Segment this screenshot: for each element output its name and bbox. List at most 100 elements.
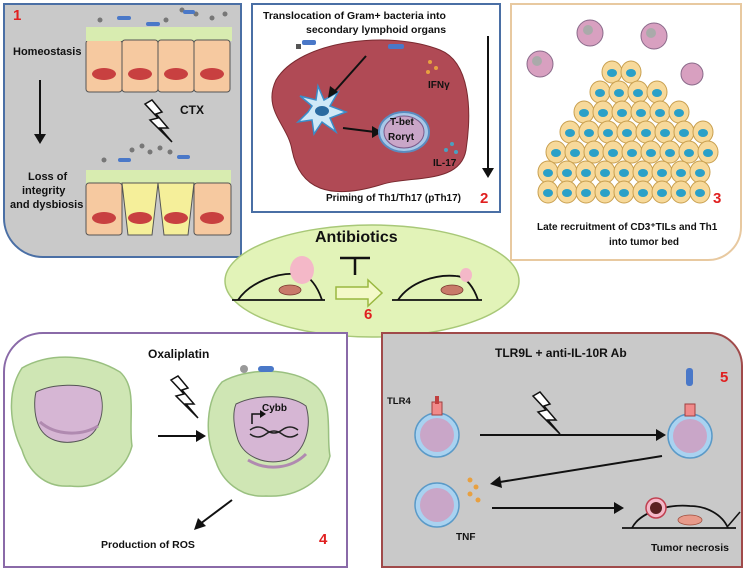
tumor-cell-nucleus — [600, 169, 610, 177]
immune-cell — [414, 396, 460, 458]
tumor-cell-nucleus — [698, 129, 708, 137]
panel-3-caption-line2: into tumor bed — [609, 237, 679, 248]
panel-2-title-line1: Translocation of Gram+ bacteria into — [263, 10, 446, 22]
ifn-gamma-label: IFNγ — [428, 80, 450, 91]
panel-3-number: 3 — [713, 190, 722, 207]
ctx-label: CTX — [180, 103, 204, 117]
mouse-icon — [392, 268, 482, 301]
tumor-cell-nucleus — [598, 109, 608, 117]
tumor-cell-nucleus — [619, 169, 629, 177]
oxaliplatin-label: Oxaliplatin — [148, 347, 210, 361]
ros-caption: Production of ROS — [101, 539, 195, 551]
tnf-label: TNF — [456, 532, 476, 543]
homeostasis-label: Homeostasis — [13, 46, 82, 58]
macrophage-cell — [10, 356, 133, 488]
mouse-icon — [622, 497, 741, 529]
tumor-cell-nucleus — [636, 109, 646, 117]
lightning-icon — [169, 375, 199, 419]
loss-label-line1: Loss of — [28, 171, 68, 183]
antibiotics-title: Antibiotics — [315, 229, 398, 246]
tumor-cell-nucleus — [570, 149, 580, 157]
tumor-cell-nucleus — [657, 189, 667, 197]
dendritic-cell — [295, 83, 349, 137]
panel-5-number: 5 — [720, 369, 729, 386]
ror-gamma-t-label: Rorγt — [388, 132, 415, 143]
tumor-necrosis-caption: Tumor necrosis — [651, 542, 729, 554]
lightning-icon — [143, 99, 173, 143]
tumor-cell-nucleus — [619, 189, 629, 197]
tumor-cell-nucleus — [584, 129, 594, 137]
tumor-cell-nucleus — [562, 189, 572, 197]
panel-3-caption-line1: Late recruitment of CD3⁺TILs and Th1 — [537, 222, 718, 233]
damaged-epithelium — [85, 143, 232, 236]
tumor-cell-nucleus — [633, 89, 643, 97]
loss-label-line2: integrity — [22, 185, 66, 197]
bacterium — [388, 44, 404, 49]
tumor-cell-nucleus — [695, 189, 705, 197]
tumor-cell-nucleus — [595, 89, 605, 97]
tumor-cell-nucleus — [543, 189, 553, 197]
tumor-cell-nucleus — [565, 129, 575, 137]
tumor-cell-nucleus — [622, 129, 632, 137]
tumor-cell-nucleus — [543, 169, 553, 177]
tumor-cell-nucleus — [646, 149, 656, 157]
tumor-cell-nucleus — [617, 109, 627, 117]
tumor-cell-nucleus — [641, 129, 651, 137]
tumor-cell-nucleus — [695, 169, 705, 177]
hollow-arrow-icon — [335, 278, 384, 308]
tumor-cell-nucleus — [608, 149, 618, 157]
healthy-epithelium — [85, 7, 232, 93]
tbet-label: T-bet — [390, 117, 414, 128]
tumor-cell-nucleus — [652, 89, 662, 97]
bacterium — [302, 40, 316, 45]
tumor-cell-nucleus — [638, 189, 648, 197]
tumor-cell-nucleus — [660, 129, 670, 137]
floating-lymphocytes — [526, 19, 704, 86]
il17-label: IL-17 — [433, 158, 457, 169]
antibiotics-ellipse — [224, 224, 520, 338]
tumor-cell-nucleus — [581, 169, 591, 177]
cybb-gene-label: Cybb — [262, 403, 287, 414]
mouse-icon — [232, 256, 325, 301]
center-number: 6 — [364, 306, 373, 323]
tumor-cell-nucleus — [679, 129, 689, 137]
loss-label-line3: and dysbiosis — [10, 199, 84, 211]
macrophage-cell — [207, 370, 331, 497]
tumor-cell-nucleus — [626, 69, 636, 77]
tumor-cell-nucleus — [676, 189, 686, 197]
tumor-cell-nucleus — [674, 109, 684, 117]
tumor-cell-nucleus — [581, 189, 591, 197]
tumor-cell-nucleus — [684, 149, 694, 157]
tlr4-label: TLR4 — [387, 396, 411, 407]
tumor-cell-nucleus — [627, 149, 637, 157]
immune-cell — [414, 482, 460, 528]
tumor-cell-nucleus — [589, 149, 599, 157]
tumor-cell-nucleus — [638, 169, 648, 177]
tumor-cell-nucleus — [614, 89, 624, 97]
tumor-cell-nucleus — [603, 129, 613, 137]
tumor-cell-nucleus — [600, 189, 610, 197]
lightning-icon — [531, 391, 561, 435]
lymphoid-organ — [271, 39, 470, 192]
immune-cell — [667, 368, 713, 459]
tumor-cell-nucleus — [703, 149, 713, 157]
tumor-cell-nucleus — [676, 169, 686, 177]
panel-5-title: TLR9L + anti-IL-10R Ab — [495, 346, 627, 360]
panel-2-footer: Priming of Th1/Th17 (pTh17) — [326, 193, 462, 204]
tumor-mass — [537, 60, 719, 204]
tumor-cell-nucleus — [551, 149, 561, 157]
panel-4-number: 4 — [319, 531, 328, 548]
panel-2-title-line2: secondary lymphoid organs — [306, 24, 447, 36]
tumor-cell-nucleus — [655, 109, 665, 117]
tumor-cell-nucleus — [562, 169, 572, 177]
tumor-cell-nucleus — [607, 69, 617, 77]
panel-1-number: 1 — [13, 7, 22, 24]
tumor-cell-nucleus — [665, 149, 675, 157]
tumor-cell-nucleus — [657, 169, 667, 177]
